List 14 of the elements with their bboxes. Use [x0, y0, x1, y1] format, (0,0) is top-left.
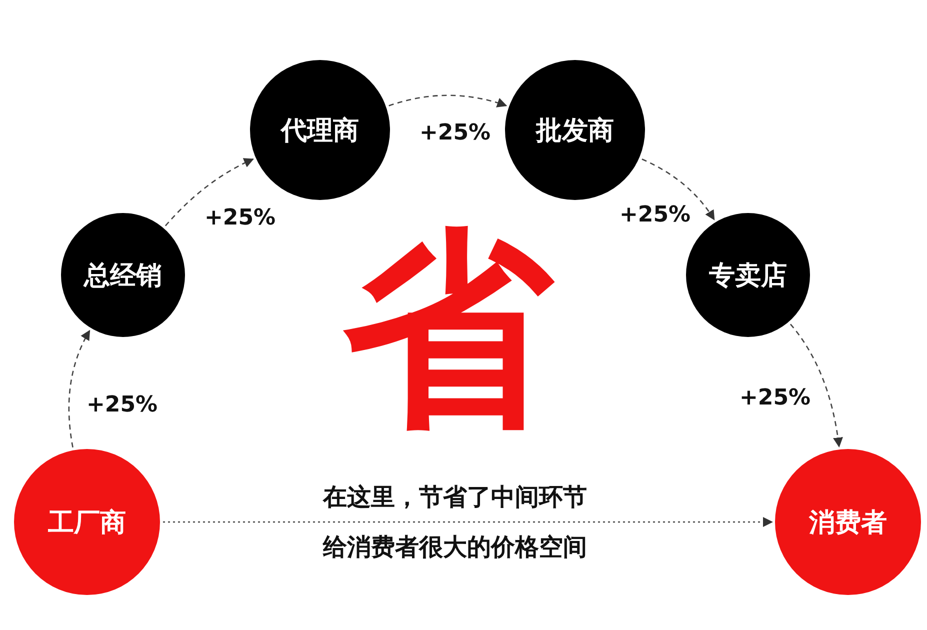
arrow — [164, 158, 254, 226]
big-character: 省 — [342, 225, 555, 435]
node-label: 批发商 — [536, 114, 614, 148]
node-label: 专卖店 — [709, 260, 787, 292]
arrow — [388, 94, 508, 108]
arrow — [642, 158, 715, 220]
node-label: 工厂商 — [48, 506, 126, 540]
arrow — [163, 517, 773, 527]
caption-text: 给消费者很大的价格空间 — [322, 535, 588, 559]
node-label: 代理商 — [281, 114, 359, 148]
arrow — [68, 330, 90, 448]
arrow — [790, 324, 843, 448]
node-label: 总经销 — [84, 260, 162, 292]
node-label: 消费者 — [809, 506, 887, 540]
